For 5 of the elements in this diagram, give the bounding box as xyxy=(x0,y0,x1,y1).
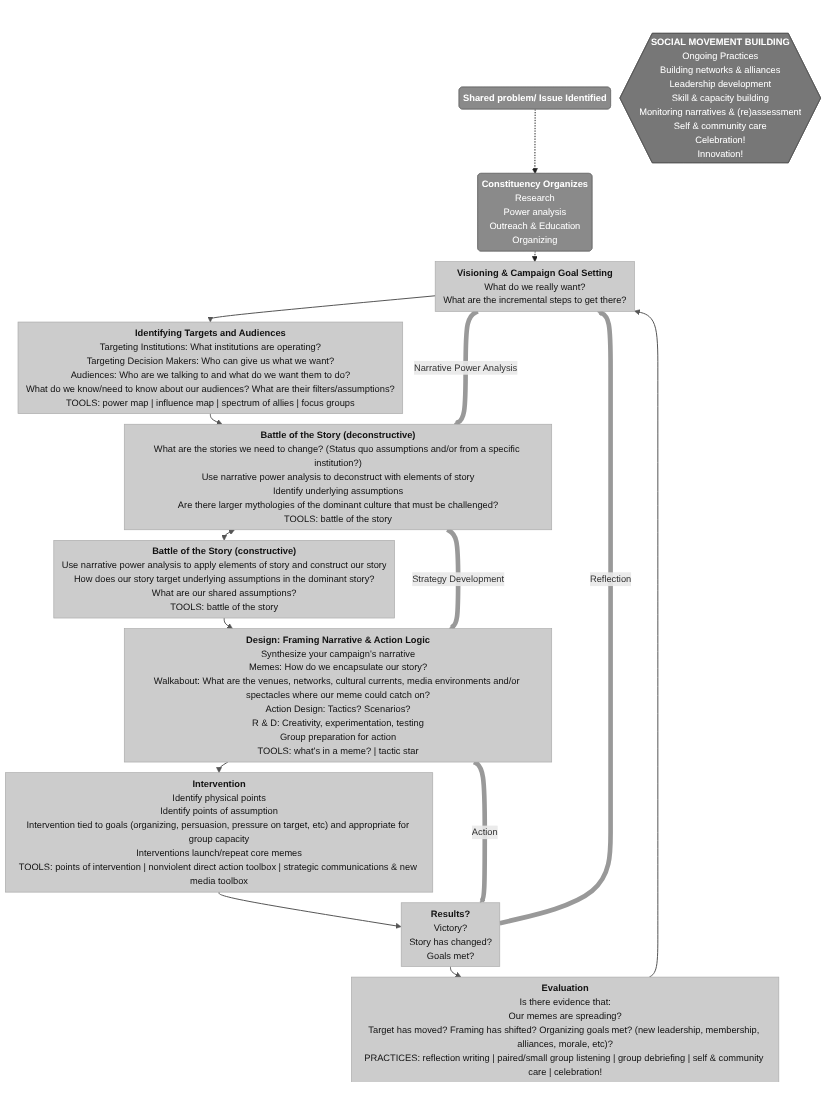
arrow xyxy=(221,528,235,540)
arrow xyxy=(453,308,479,425)
arrow xyxy=(446,526,461,629)
arrow xyxy=(499,309,613,925)
arrow xyxy=(472,759,488,903)
